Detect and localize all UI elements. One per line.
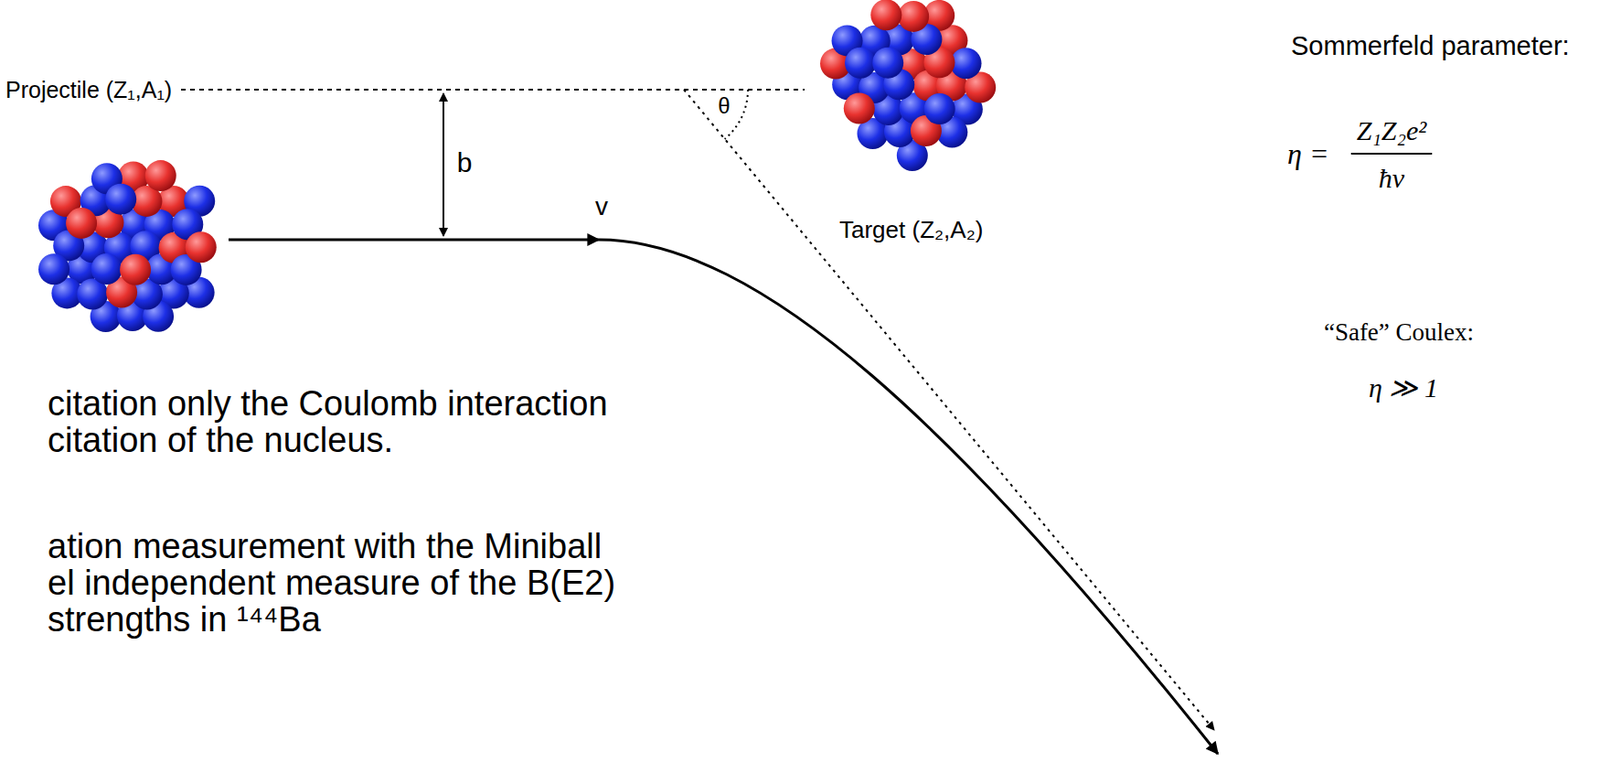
body-text: citation of the nucleus. [47,422,394,458]
impact-parameter-label: b [457,149,473,177]
body-text: citation only the Coulomb interaction [47,385,608,421]
neutron [105,183,137,215]
proton [65,207,97,239]
proton [897,0,929,32]
scattered-trajectory [598,239,1218,754]
incoming-trajectory [228,238,599,242]
impact-parameter-arrow [442,93,445,236]
reference-line [181,88,805,91]
neutron [91,253,123,285]
asymptote-line [683,89,1215,730]
fraction-bar [1351,152,1433,155]
proton [870,0,902,31]
body-text: el independent measure of the B(E2) [47,565,616,600]
condition-heading: “Safe” Coulex: [1323,320,1474,345]
body-text: ation measurement with the Miniball [47,528,602,564]
angle-label: θ [717,95,730,118]
target-nucleus [820,0,996,171]
neutron [38,253,70,285]
formula-lhs: η = [1287,138,1329,169]
proton [185,231,217,263]
neutron [844,47,876,79]
heading-label: Sommerfeld parameter: [1290,32,1570,60]
condition-formula: η ≫ 1 [1368,373,1439,402]
projectile-nucleus [38,160,217,332]
neutron [872,47,904,79]
target-label: Target (Z₂,A₂) [839,217,983,242]
proton [119,254,151,286]
formula-denominator: ħv [1378,164,1405,192]
formula-numerator: Z₁Z₂e² [1356,117,1428,145]
neutron [950,47,982,79]
proton [843,93,875,125]
proton [145,160,177,192]
velocity-label: v [595,193,608,220]
neutron [924,93,956,125]
projectile-label: Projectile (Z₁,A₁) [5,78,172,102]
body-text: strengths in ¹⁴⁴Ba [47,601,321,637]
